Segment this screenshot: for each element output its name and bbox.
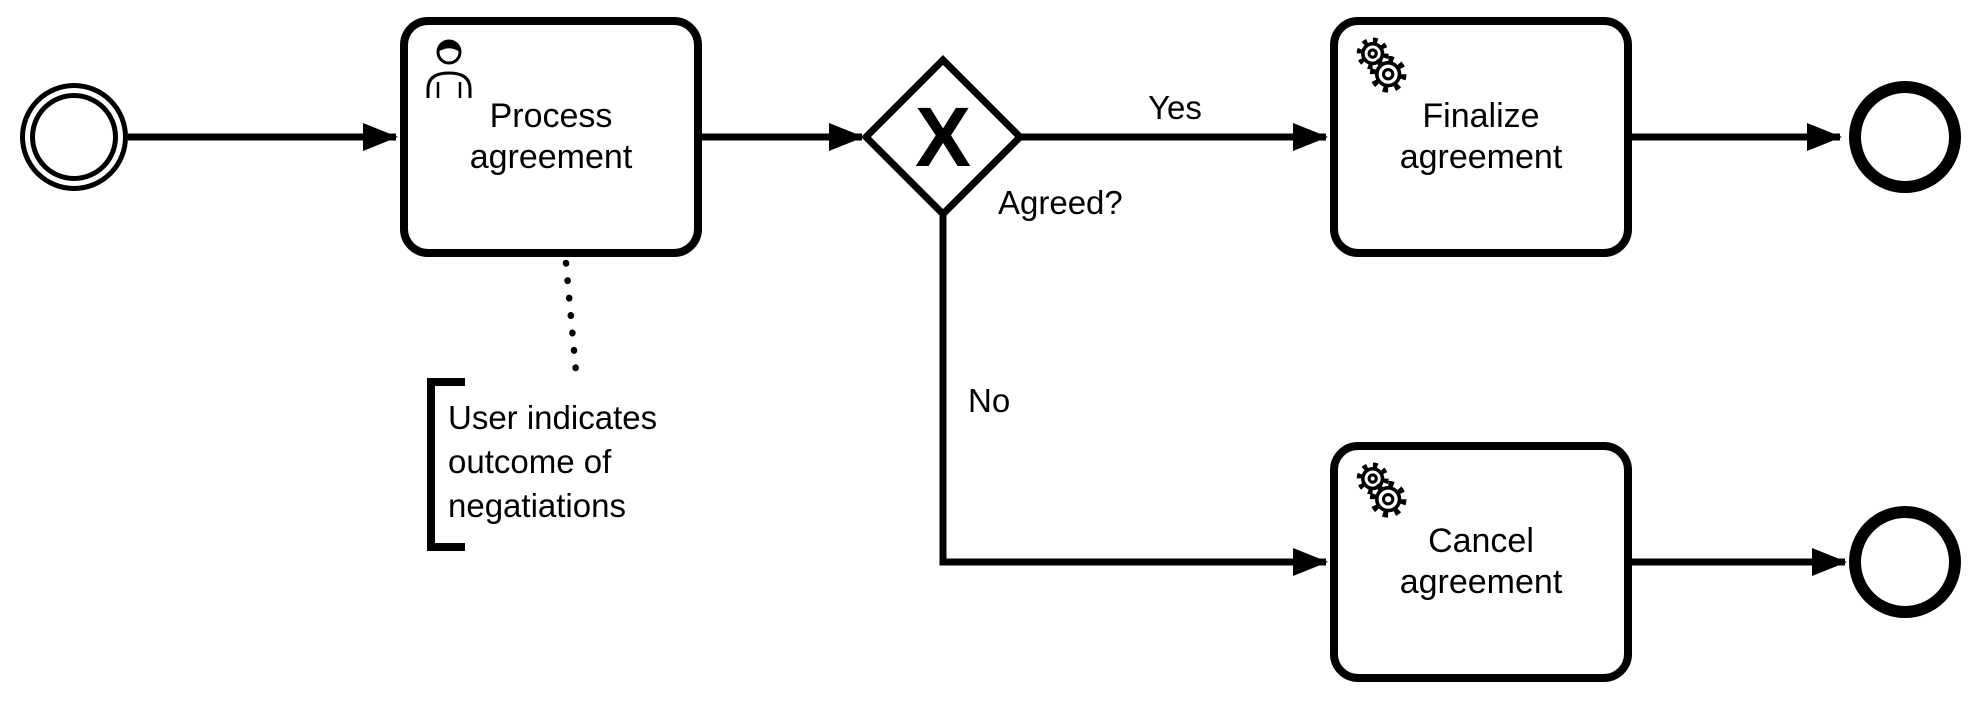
user-task-icon bbox=[422, 36, 476, 103]
sequence-flow-no-gateway-to-cancel[interactable] bbox=[939, 212, 1328, 576]
task-cancel-agreement[interactable]: Cancel agreement bbox=[1330, 442, 1632, 682]
task-label: Cancel agreement bbox=[1399, 522, 1563, 601]
service-gear-icon bbox=[1352, 461, 1414, 528]
gateway-diamond[interactable] bbox=[861, 55, 1025, 219]
text-annotation[interactable]: User indicates outcome of negatiations bbox=[448, 399, 658, 524]
start-event[interactable] bbox=[20, 83, 128, 191]
gateway-label: Agreed? bbox=[998, 184, 1123, 221]
task-label: Finalize agreement bbox=[1399, 97, 1563, 176]
annotation-bracket bbox=[427, 378, 465, 551]
task-finalize-agreement[interactable]: Finalize agreement bbox=[1330, 17, 1632, 257]
association-dotted-line[interactable] bbox=[562, 259, 580, 376]
end-event-top[interactable] bbox=[1849, 81, 1961, 193]
gateway-x-marker[interactable]: X bbox=[914, 90, 972, 184]
service-gear-icon bbox=[1352, 36, 1414, 103]
start-event-inner-ring bbox=[30, 93, 118, 181]
flow-label-yes: Yes bbox=[1148, 89, 1202, 126]
task-label: Process agreement bbox=[469, 97, 633, 176]
flow-label-no: No bbox=[968, 382, 1011, 419]
task-process-agreement[interactable]: Process agreement bbox=[400, 17, 702, 257]
end-event-bottom[interactable] bbox=[1849, 506, 1961, 618]
